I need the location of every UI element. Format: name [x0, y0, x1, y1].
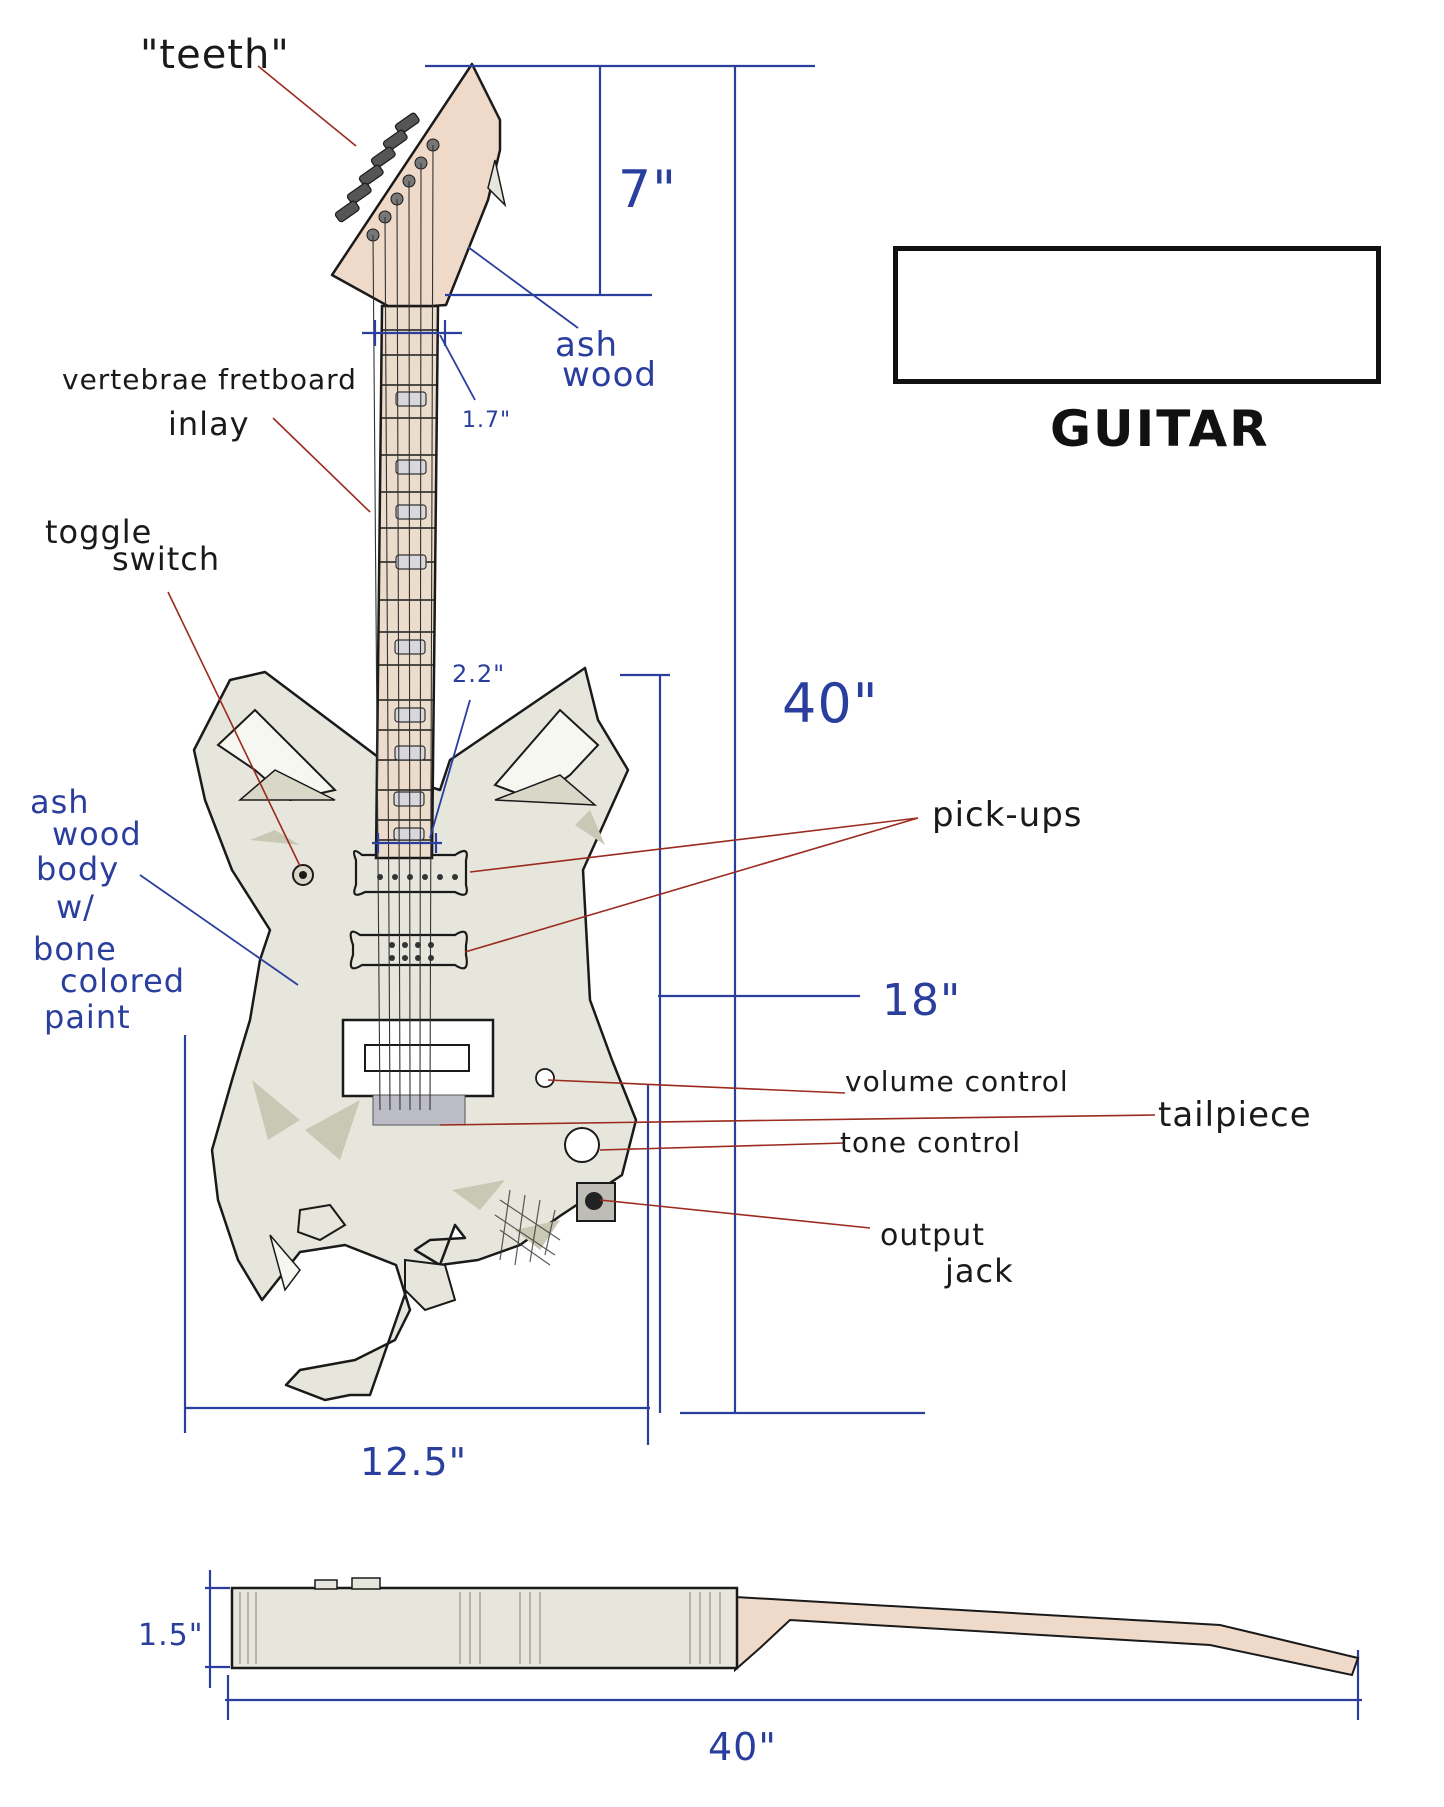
- label-body-6: colored: [60, 962, 186, 1000]
- label-teeth: "teeth": [140, 32, 290, 78]
- side-body: [230, 1586, 739, 1670]
- dim-length-side: 40": [708, 1725, 777, 1769]
- neck-pickup: [352, 849, 468, 896]
- tuner-teeth: [334, 112, 420, 223]
- label-vertebrae-1: vertebrae fretboard: [62, 363, 357, 396]
- label-body-4: w/: [56, 888, 95, 926]
- dim-seven-inch: 7": [618, 160, 678, 220]
- label-toggle-2: switch: [112, 540, 221, 578]
- side-neck: [734, 1595, 1360, 1677]
- label-ash-wood-neck-1: ash: [555, 325, 619, 365]
- tailpiece: [372, 1094, 466, 1126]
- label-body-2: wood: [52, 815, 142, 853]
- middle-pickup: [349, 930, 468, 970]
- label-body-7: paint: [44, 998, 131, 1036]
- bones-logo-frame: [893, 246, 1381, 384]
- volume-knob: [535, 1068, 555, 1088]
- label-body-1: ash: [30, 783, 90, 821]
- label-ash-wood-neck-2: wood: [562, 355, 657, 395]
- headstock: [330, 62, 502, 308]
- label-vertebrae-2: inlay: [168, 405, 250, 443]
- label-output-2: jack: [945, 1252, 1014, 1290]
- label-tailpiece: tailpiece: [1158, 1095, 1312, 1135]
- logo-subtitle: GUITAR: [1050, 400, 1270, 458]
- dim-eighteen-inch: 18": [882, 975, 962, 1026]
- tone-knob: [564, 1127, 600, 1163]
- label-volume: volume control: [845, 1065, 1069, 1098]
- fretboard: [374, 304, 440, 860]
- label-tone: tone control: [840, 1126, 1022, 1159]
- dim-depth: 1.5": [138, 1618, 204, 1653]
- dim-forty-inch: 40": [782, 672, 879, 735]
- dim-neck-at-body: 2.2": [452, 660, 506, 688]
- dim-body-width: 12.5": [360, 1440, 468, 1484]
- label-output-1: output: [880, 1218, 985, 1253]
- dim-fretboard-width: 1.7": [462, 408, 512, 433]
- label-toggle-1: toggle: [45, 513, 153, 551]
- label-body-5: bone: [33, 930, 117, 968]
- label-pickups: pick-ups: [932, 795, 1083, 835]
- label-body-3: body: [36, 850, 120, 888]
